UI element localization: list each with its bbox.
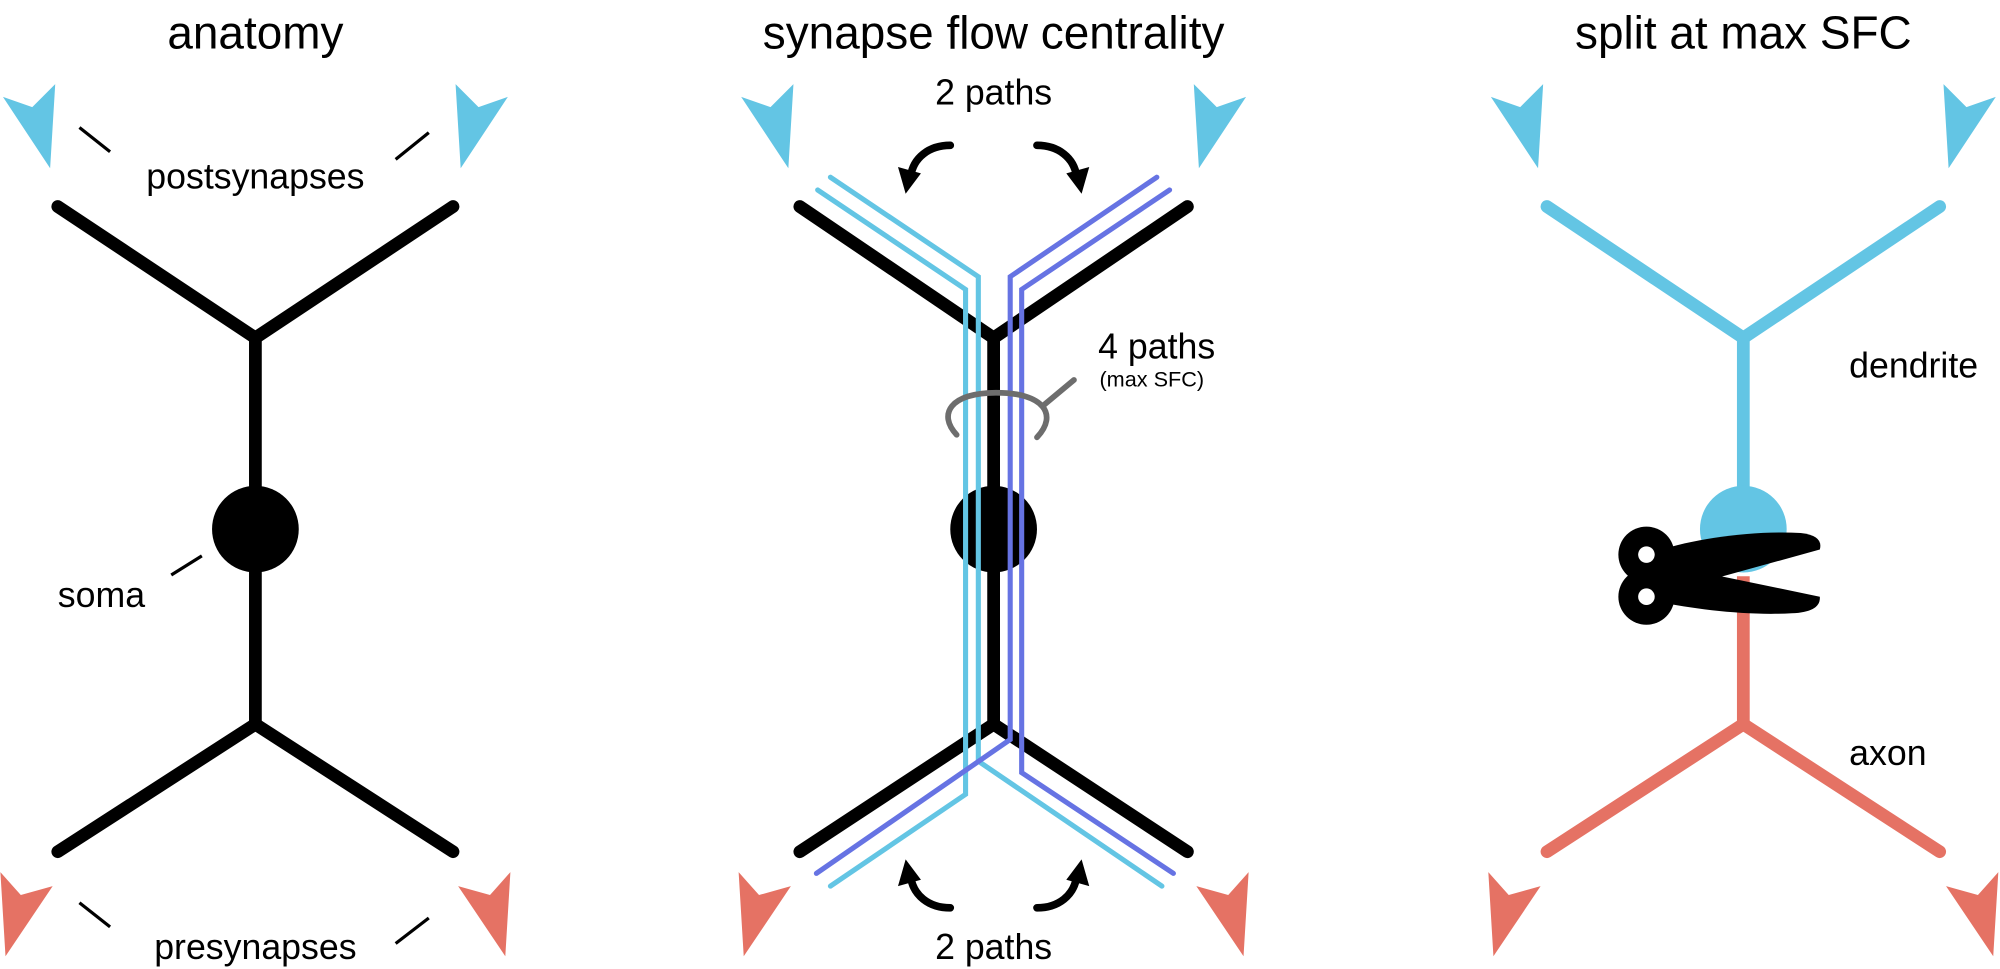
postsynapse-arrow-icon [1490,84,1544,169]
presynapse-arrow-icon [1488,872,1541,957]
label-presynapses: presynapses [154,927,356,967]
postsynapse-arrow-icon [455,84,508,169]
max-sfc-ring-icon [945,377,1077,441]
panel-sfc: synapse flow centrality [738,6,1249,967]
presynapse-arrow-icon [738,872,791,957]
curved-arrow-icon [1066,167,1090,194]
label-top-paths: 2 paths [935,73,1052,113]
presynapse-arrow-icon [458,872,511,957]
postsynapse-arrow-icon [2,84,56,169]
scissors-icon [1618,526,1821,625]
postsynapse-arrow-icon [1943,84,1996,169]
panel-title-split: split at max SFC [1575,6,1912,58]
soma [212,485,299,573]
curved-arrow-icon [898,859,921,887]
presynapse-arrow-icon [1946,872,1999,957]
postsynapse-arrow-icon [741,84,794,169]
label-bottom-paths: 2 paths [935,927,1052,967]
presynapse-arrow-icon [0,872,53,957]
flow-path [827,174,1165,889]
label-max-paths: 4 paths [1098,326,1215,366]
axon-skeleton [1540,576,1947,859]
panel-title-sfc: synapse flow centrality [763,6,1225,58]
curved-arrow-icon [898,167,921,194]
presynapse-arrow-icon [1196,872,1249,957]
panel-anatomy: anatomy postsynapses presynapses soma [0,6,511,967]
flow-path [1019,187,1176,876]
curved-arrow-icon [1066,859,1090,887]
soma [950,485,1037,573]
postsynapse-arrow-icon [1193,84,1247,169]
panel-split: split at max SFC dendrite axon [1488,6,1999,957]
label-axon: axon [1849,733,1926,773]
label-max-sfc: (max SFC) [1099,366,1204,391]
label-soma: soma [58,575,145,615]
neuron-skeleton [793,200,1194,859]
neuron-skeleton [51,200,460,859]
panel-title-anatomy: anatomy [167,6,343,58]
flow-path [815,187,969,889]
flow-path [813,174,1160,876]
label-postsynapses: postsynapses [146,157,364,197]
label-dendrite: dendrite [1849,345,1978,385]
